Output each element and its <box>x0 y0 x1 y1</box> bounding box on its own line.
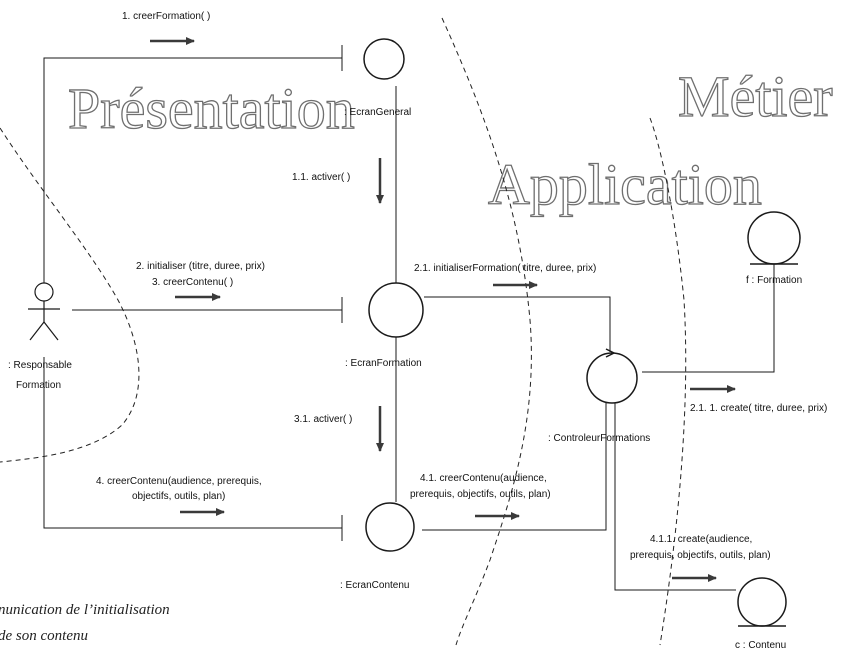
actor-head <box>34 282 54 302</box>
object-name-ecranformation: : EcranFormation <box>345 358 422 369</box>
message-label-m1-1: 1.1. activer( ) <box>292 172 350 183</box>
object-ecrangeneral[interactable] <box>363 38 405 80</box>
message-label-m4-line1: 4. creerContenu(audience, prerequis, <box>96 476 262 487</box>
actor-leg-left <box>29 321 45 341</box>
link-ecrancontenu-controleur <box>422 398 607 531</box>
actor-leg-right <box>43 321 59 341</box>
link-ecranformation-controleur <box>424 296 611 352</box>
link-actor-ecrangeneral <box>43 57 342 285</box>
layer-boundary-right <box>649 117 687 646</box>
message-label-m1: 1. creerFormation( ) <box>122 11 210 22</box>
links <box>43 57 775 591</box>
entity-circle <box>737 577 787 627</box>
object-ecrancontenu[interactable] <box>365 502 415 552</box>
layer-boundary-left <box>0 127 140 463</box>
object-ecranformation[interactable] <box>368 282 424 338</box>
layer-title-metier: Métier <box>678 64 833 129</box>
control-circle <box>586 352 638 404</box>
layer-boundary-middle <box>441 17 532 646</box>
message-label-m4-1-1-line1: 4.1.1. create(audience, <box>650 534 752 545</box>
link-actor-ecrancontenu <box>43 357 342 529</box>
layer-title-application: Application <box>488 152 762 217</box>
actor-name-line2: Formation <box>16 380 61 391</box>
object-formation[interactable] <box>747 211 801 265</box>
object-name-formation: f : Formation <box>746 275 802 286</box>
caption-line1: nunication de l’initialisation <box>0 602 170 618</box>
caption-line2: de son contenu <box>0 628 88 644</box>
message-arrows <box>150 37 736 582</box>
message-label-m4-line2: objectifs, outils, plan) <box>132 491 225 502</box>
object-name-controleur: : ControleurFormations <box>548 433 650 444</box>
object-contenu[interactable] <box>737 577 787 627</box>
object-name-ecrancontenu: : EcranContenu <box>340 580 410 591</box>
entity-circle <box>747 211 801 265</box>
link-controleur-formation <box>642 264 775 373</box>
object-controleurformations[interactable] <box>586 348 638 404</box>
control-arrowhead-icon <box>605 348 616 358</box>
object-name-contenu: c : Contenu <box>735 640 786 651</box>
link-controleur-contenu <box>614 396 736 591</box>
message-label-m4-1-line2: prerequis, objectifs, outils, plan) <box>410 489 551 500</box>
object-name-ecrangeneral: : EcranGeneral <box>344 107 411 118</box>
message-label-m2-line1: 2. initialiser (titre, duree, prix) <box>136 261 265 272</box>
message-label-m2-1-1: 2.1. 1. create( titre, duree, prix) <box>690 403 827 414</box>
layer-title-presentation: Présentation <box>68 76 355 141</box>
message-label-m4-1-line1: 4.1. creerContenu(audience, <box>420 473 547 484</box>
actor-name-line1: : Responsable <box>8 360 72 371</box>
actor-stick-figure-icon[interactable] <box>28 282 60 341</box>
message-label-m2-line2: 3. creerContenu( ) <box>152 277 233 288</box>
message-label-m4-1-1-line2: prerequis, objectifs, outils, plan) <box>630 550 771 561</box>
message-label-m2-1: 2.1. initialiserFormation( titre, duree,… <box>414 263 596 274</box>
message-label-m3-1: 3.1. activer( ) <box>294 414 352 425</box>
